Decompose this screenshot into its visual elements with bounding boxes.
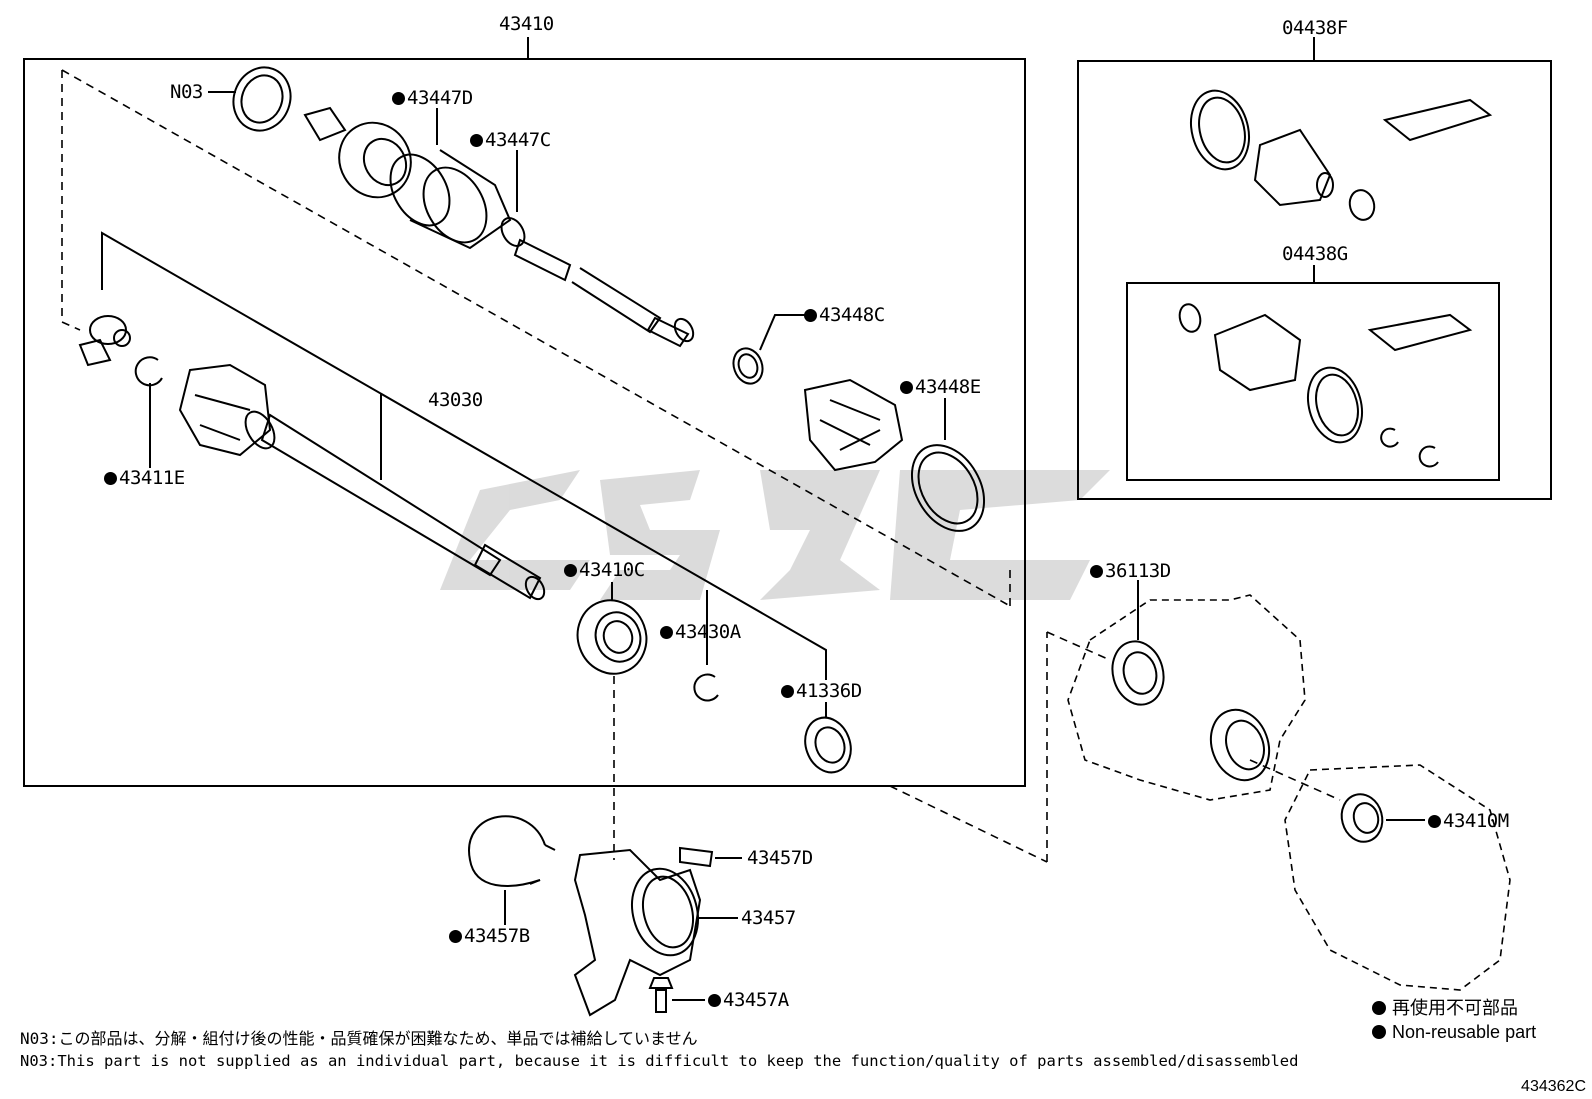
assembly-box-43410 (23, 58, 1026, 787)
label-43430A: 43430A (660, 622, 741, 642)
label-43457B: 43457B (449, 926, 530, 946)
pin-43457D (679, 846, 714, 868)
seal-43410M (1340, 793, 1384, 843)
bolt-43457A (648, 977, 674, 1013)
label-N03: N03 (170, 81, 203, 103)
non-reusable-dot-icon (1428, 815, 1441, 828)
label-41336D: 41336D (781, 681, 862, 701)
label-43447D: 43447D (392, 88, 473, 108)
non-reusable-dot-icon (392, 92, 405, 105)
label-36113D: 36113D (1090, 561, 1171, 581)
non-reusable-dot-icon (449, 930, 462, 943)
legend-japanese: 再使用不可部品 (1372, 998, 1518, 1018)
kit-box-04438G (1126, 282, 1500, 481)
non-reusable-dot-icon (1372, 1025, 1386, 1039)
non-reusable-dot-icon (660, 626, 673, 639)
label-43447C: 43447C (470, 130, 551, 150)
label-43457D: 43457D (747, 847, 813, 869)
label-43448E: 43448E (900, 377, 981, 397)
clamp-43448C (732, 347, 764, 385)
label-04438F: 04438F (1282, 17, 1348, 39)
ring-43430A (693, 673, 719, 702)
legend-english: Non-reusable part (1372, 1022, 1536, 1042)
label-43411E: 43411E (104, 468, 185, 488)
label-43410M: 43410M (1428, 811, 1509, 831)
non-reusable-dot-icon (1090, 565, 1103, 578)
kit-04438G-parts (1178, 303, 1473, 468)
seal-N03 (232, 66, 292, 132)
housing-seal-36113D (1111, 640, 1165, 706)
note-japanese: N03:この部品は、分解・組付け後の性能・品質確保が困難なため、単品では補給して… (20, 1029, 698, 1048)
non-reusable-dot-icon (104, 472, 117, 485)
non-reusable-dot-icon (564, 564, 577, 577)
tripod-joint (78, 315, 131, 367)
label-04438G: 04438G (1282, 243, 1348, 265)
kit-04438F-parts (1190, 89, 1493, 221)
non-reusable-dot-icon (781, 685, 794, 698)
seal-41336D (804, 716, 852, 774)
label-43410: 43410 (499, 13, 554, 35)
non-reusable-dot-icon (708, 994, 721, 1007)
transaxle-housing (1067, 594, 1511, 991)
housing-opening (1209, 708, 1271, 782)
non-reusable-dot-icon (470, 134, 483, 147)
label-43448C: 43448C (804, 305, 885, 325)
snap-ring-43457B (468, 815, 546, 887)
boot-43448E (803, 378, 986, 532)
label-43030: 43030 (428, 389, 483, 411)
label-43457: 43457 (741, 907, 796, 929)
inner-cv-joint-shaft (178, 363, 546, 601)
non-reusable-dot-icon (1372, 1001, 1386, 1015)
label-43410C: 43410C (564, 560, 645, 580)
non-reusable-dot-icon (900, 381, 913, 394)
bearing-bracket-43457 (573, 848, 702, 1017)
snap-ring-43411E (134, 356, 163, 387)
outer-cv-joint-shaft (303, 106, 695, 348)
non-reusable-dot-icon (804, 309, 817, 322)
label-43457A: 43457A (708, 990, 789, 1010)
diagram-number: 434362C (1521, 1078, 1586, 1095)
bearing-43410C (576, 599, 648, 675)
note-english: N03:This part is not supplied as an indi… (20, 1052, 1299, 1070)
